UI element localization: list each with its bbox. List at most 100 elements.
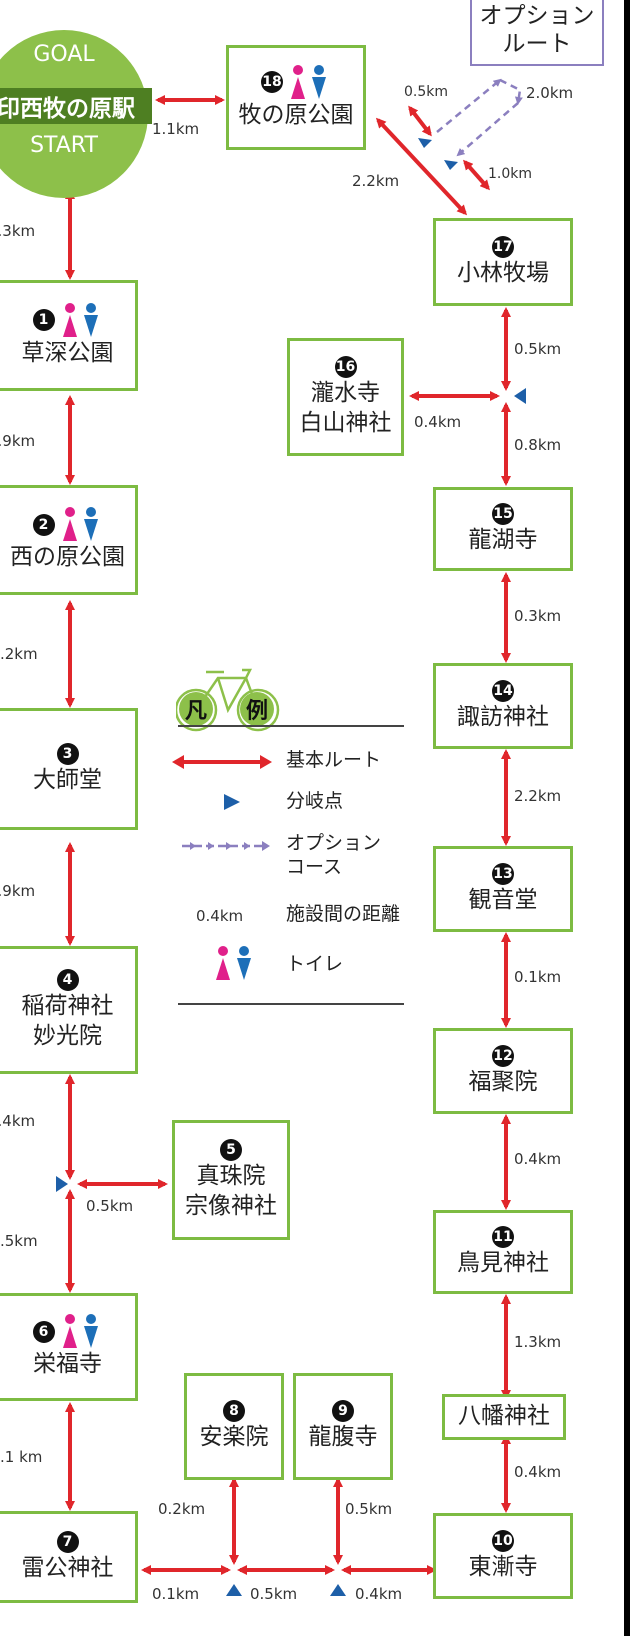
stop-17[interactable]: 17 小林牧場 xyxy=(433,218,573,306)
stop-7[interactable]: 7 雷公神社 xyxy=(0,1511,138,1603)
legend-title-2: 例 xyxy=(240,692,274,726)
distance-label: 0.2km xyxy=(158,1500,206,1518)
distance-label: .1 km xyxy=(0,1448,43,1466)
stop-hachiman[interactable]: 八幡神社 xyxy=(442,1394,566,1440)
distance-label: 0.9km xyxy=(0,882,36,900)
branch-point-bottom-2-icon xyxy=(330,1584,346,1596)
distance-label: 0.4km xyxy=(355,1585,403,1603)
stop-12[interactable]: 12 福聚院 xyxy=(433,1028,573,1114)
distance-label: 0.8km xyxy=(514,436,562,454)
stop-15[interactable]: 15 龍湖寺 xyxy=(433,487,573,571)
distance-label: 0.5km xyxy=(250,1585,298,1603)
stop-number: 10 xyxy=(492,1529,514,1552)
option-route-line-1 xyxy=(436,78,502,133)
stop-name: 龍腹寺 xyxy=(308,1424,378,1451)
stop-name: 小林牧場 xyxy=(457,259,549,286)
distance-label: .5km xyxy=(0,1232,38,1250)
distance-label: 1.1km xyxy=(152,120,200,138)
stop-name: 八幡神社 xyxy=(458,1403,550,1430)
distance-label: 0.1km xyxy=(152,1585,200,1603)
stop-number: 4 xyxy=(56,968,79,991)
distance-label: 0.9km xyxy=(0,432,36,450)
stop-name: 栄福寺 xyxy=(33,1351,102,1378)
stop-11[interactable]: 11 鳥見神社 xyxy=(433,1210,573,1294)
stop-number: 9 xyxy=(332,1400,354,1423)
stop-number: 15 xyxy=(492,502,514,525)
option-route-line-2 xyxy=(499,78,523,105)
toilet-icon xyxy=(62,1314,98,1349)
distance-label: 2.4km xyxy=(0,1112,36,1130)
distance-label: 2.2km xyxy=(514,787,562,805)
distance-label: 0.5km xyxy=(86,1197,134,1215)
legend-distance-label: 施設間の距離 xyxy=(286,903,401,925)
legend-option-course: オプション コース xyxy=(286,832,382,878)
stop-name: 真珠院 宗像神社 xyxy=(185,1162,277,1219)
distance-label: 0.4km xyxy=(514,1150,562,1168)
distance-label: 0.1km xyxy=(514,968,562,986)
stop-name: 龍湖寺 xyxy=(468,526,538,553)
stop-name: 東漸寺 xyxy=(468,1553,538,1580)
distance-label: 2.2km xyxy=(352,172,400,190)
station-goal-label: GOAL xyxy=(33,42,95,67)
stop-number: 3 xyxy=(56,742,79,765)
stop-name: 草深公園 xyxy=(21,339,114,366)
distance-label: 0.4km xyxy=(414,413,462,431)
distance-label: .2km xyxy=(0,645,38,663)
legend-basic-route: 基本ルート xyxy=(286,749,382,771)
branch-point-option-1-icon xyxy=(418,138,432,148)
stop-1-header: 1 xyxy=(32,302,103,339)
stop-18-header: 18 xyxy=(261,64,331,101)
distance-label: 0.5km xyxy=(345,1500,393,1518)
stop-number: 17 xyxy=(492,235,514,258)
stop-4[interactable]: 4 稲荷神社 妙光院 xyxy=(0,946,138,1074)
distance-label: 2.0km xyxy=(526,84,574,102)
stop-3[interactable]: 3 大師堂 xyxy=(0,708,138,830)
toilet-legend-icon xyxy=(216,946,251,980)
route-option-c xyxy=(463,159,490,191)
stop-8[interactable]: 8 安楽院 xyxy=(184,1373,284,1480)
stop-number: 13 xyxy=(492,862,514,885)
route-18-17 xyxy=(375,117,468,216)
stop-number: 7 xyxy=(56,1530,79,1553)
stop-number: 12 xyxy=(492,1044,514,1067)
branch-point-bottom-1-icon xyxy=(226,1584,242,1596)
stop-9[interactable]: 9 龍腹寺 xyxy=(293,1373,393,1480)
stop-14[interactable]: 14 諏訪神社 xyxy=(433,663,573,749)
branch-point-left-icon xyxy=(56,1176,68,1192)
stop-2-header: 2 xyxy=(32,507,103,543)
legend-distance-sample: 0.4km xyxy=(196,907,244,925)
stop-number: 2 xyxy=(32,513,55,536)
stop-5[interactable]: 5 真珠院 宗像神社 xyxy=(172,1120,290,1240)
stop-10[interactable]: 10 東漸寺 xyxy=(433,1513,573,1599)
distance-label: 0.5km xyxy=(404,84,449,100)
option-route-line-3 xyxy=(456,102,519,157)
stop-6[interactable]: 6 栄福寺 xyxy=(0,1293,138,1401)
stop-18[interactable]: 18 牧の原公園 xyxy=(226,45,366,150)
distance-label: 0.3km xyxy=(0,222,36,240)
stop-name: 西の原公園 xyxy=(10,544,125,571)
stop-6-header: 6 xyxy=(32,1314,103,1350)
branch-point-right-icon xyxy=(514,388,526,404)
stop-number: 8 xyxy=(223,1400,245,1423)
branch-point-legend-icon xyxy=(224,794,240,810)
basic-route-legend-icon xyxy=(172,755,272,769)
legend-divider-top xyxy=(178,725,404,727)
distance-label: 1.0km xyxy=(488,166,533,182)
stop-1[interactable]: 1 草深公園 xyxy=(0,280,138,391)
toilet-icon xyxy=(62,507,98,542)
stop-number: 6 xyxy=(32,1320,55,1343)
toilet-icon xyxy=(291,64,326,99)
stop-13[interactable]: 13 観音堂 xyxy=(433,846,573,932)
stop-number: 11 xyxy=(492,1225,514,1248)
stop-2[interactable]: 2 西の原公園 xyxy=(0,485,138,595)
stop-name: 諏訪神社 xyxy=(457,703,549,730)
stop-number: 1 xyxy=(32,309,55,332)
legend-divider-bottom xyxy=(178,1003,404,1005)
stop-16[interactable]: 16 瀧水寺 白山神社 xyxy=(287,338,404,456)
stop-name: 牧の原公園 xyxy=(238,101,354,128)
page-edge-bar xyxy=(624,0,630,1636)
distance-label: 0.4km xyxy=(514,1463,562,1481)
stop-name: 福聚院 xyxy=(468,1068,538,1095)
route-option-a xyxy=(408,105,432,137)
stop-name: 観音堂 xyxy=(468,886,538,913)
